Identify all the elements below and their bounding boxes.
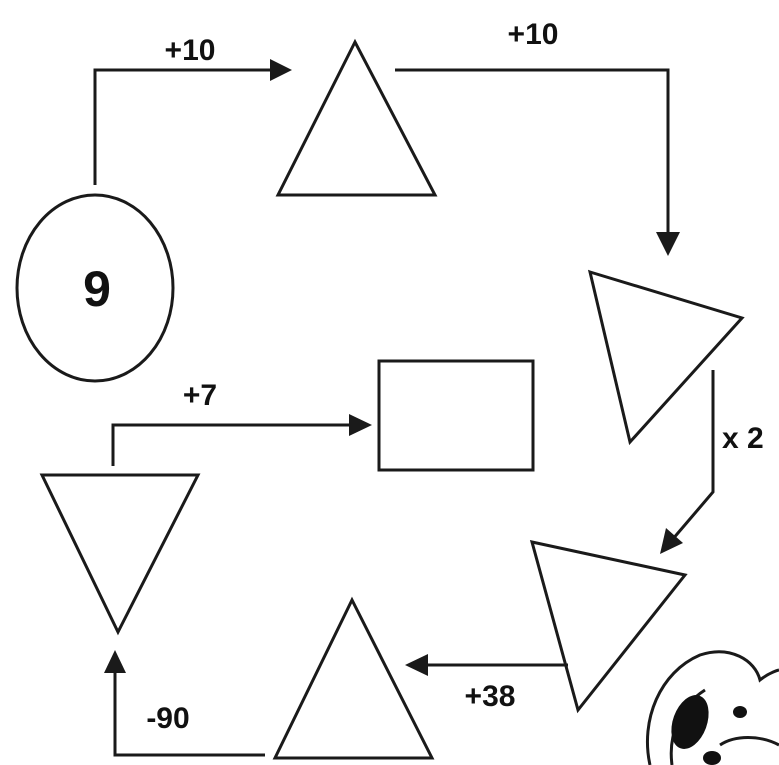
arrowhead-step-5 bbox=[104, 650, 126, 673]
step-4-label: +38 bbox=[465, 680, 516, 713]
answer-triangle-3 bbox=[529, 540, 688, 714]
arrowhead-step-2 bbox=[656, 232, 680, 256]
arrowhead-step-6 bbox=[349, 414, 372, 436]
answer-triangle-1 bbox=[275, 38, 438, 197]
start-value: 9 bbox=[83, 261, 111, 317]
arrowhead-step-4 bbox=[405, 654, 428, 676]
answer-triangle-4 bbox=[272, 596, 435, 760]
step-5-label: -90 bbox=[146, 702, 189, 735]
answer-rectangle bbox=[377, 359, 535, 472]
arrow-step-2 bbox=[395, 68, 670, 235]
step-2-label: +10 bbox=[508, 18, 559, 51]
cartoon-mouse-illustration bbox=[645, 650, 779, 765]
step-1-label: +10 bbox=[165, 34, 216, 67]
step-3-label: x 2 bbox=[722, 422, 764, 455]
answer-triangle-2 bbox=[587, 269, 745, 446]
arrowhead-step-1 bbox=[270, 59, 292, 81]
start-circle bbox=[15, 193, 175, 383]
arrow-step-1 bbox=[93, 68, 272, 185]
arrow-step-5 bbox=[113, 670, 265, 757]
arrow-step-3 bbox=[670, 370, 715, 541]
arrow-step-6 bbox=[111, 423, 350, 466]
step-6-label: +7 bbox=[183, 379, 217, 412]
arrowhead-step-3 bbox=[660, 528, 683, 554]
answer-triangle-5 bbox=[39, 473, 201, 636]
